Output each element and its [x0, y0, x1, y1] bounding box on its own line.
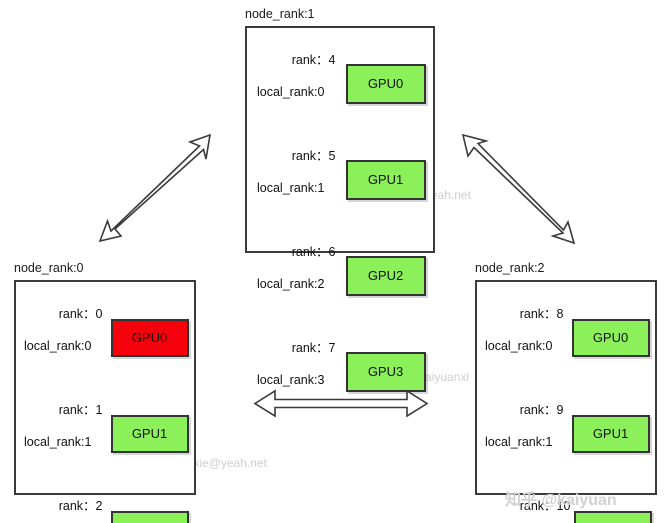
gpu-row: rank：2 local_rank:2 GPU2: [16, 482, 194, 523]
rank-label: rank：10 local_rank:2: [485, 482, 571, 523]
gpu-chip-gpu1[interactable]: GPU1: [110, 414, 189, 453]
rank-label: rank：8 local_rank:0: [485, 290, 564, 386]
node-group-node-rank-1: node_rank:1 rank：4 local_rank:0 GPU0 ran…: [245, 7, 435, 392]
connector-node0-node1: [98, 133, 212, 243]
node-title-node-rank-0: node_rank:0: [14, 261, 84, 275]
node-box-node-rank-0: rank：0 local_rank:0 GPU0 rank：1 local_ra…: [14, 279, 196, 523]
node-group-node-rank-0: node_rank:0 rank：0 local_rank:0 GPU0 ran…: [14, 261, 196, 523]
rank-line: rank：10: [519, 498, 571, 513]
rank-line: rank：7: [291, 340, 336, 355]
connector-node1-node2: [461, 133, 576, 245]
rank-line: rank：2: [58, 498, 103, 513]
rank-label: rank：6 local_rank:2: [257, 228, 336, 324]
rank-line: rank：8: [519, 306, 564, 321]
rank-line: rank：1: [58, 402, 103, 417]
local-rank-line: local_rank:3: [257, 372, 325, 387]
node-box-node-rank-2: rank：8 local_rank:0 GPU0 rank：9 local_ra…: [475, 279, 657, 523]
gpu-chip-gpu0[interactable]: GPU0: [571, 318, 650, 357]
node-title-node-rank-2: node_rank:2: [475, 261, 545, 275]
local-rank-line: local_rank:1: [257, 180, 325, 195]
gpu-row: rank：4 local_rank:0 GPU0: [247, 36, 433, 132]
rank-line: rank：5: [291, 148, 336, 163]
rank-line: rank：9: [519, 402, 564, 417]
rank-label: rank：9 local_rank:1: [485, 386, 564, 482]
rank-line: rank：6: [291, 244, 336, 259]
gpu-row: rank：1 local_rank:1 GPU1: [16, 386, 194, 482]
gpu-chip-gpu1[interactable]: GPU1: [345, 159, 426, 200]
gpu-row: rank：0 local_rank:0 GPU0: [16, 290, 194, 386]
gpu-chip-gpu0[interactable]: GPU0: [345, 63, 426, 104]
gpu-row: rank：7 local_rank:3 GPU3: [247, 324, 433, 420]
rank-label: rank：5 local_rank:1: [257, 132, 336, 228]
gpu-row: rank：10 local_rank:2 GPU2: [477, 482, 655, 523]
gpu-chip-gpu2[interactable]: GPU2: [345, 255, 426, 296]
gpu-chip-gpu1[interactable]: GPU1: [571, 414, 650, 453]
local-rank-line: local_rank:2: [257, 276, 325, 291]
node-group-node-rank-2: node_rank:2 rank：8 local_rank:0 GPU0 ran…: [475, 261, 657, 523]
rank-label: rank：7 local_rank:3: [257, 324, 336, 420]
local-rank-line: local_rank:0: [257, 84, 325, 99]
gpu-chip-gpu2[interactable]: GPU2: [110, 510, 189, 523]
gpu-chip-gpu0-active[interactable]: GPU0: [110, 318, 189, 357]
rank-line: rank：0: [58, 306, 103, 321]
rank-label: rank：1 local_rank:1: [24, 386, 103, 482]
rank-label: rank：0 local_rank:0: [24, 290, 103, 386]
gpu-chip-gpu2[interactable]: GPU2: [574, 510, 653, 523]
double-arrow-shape: [461, 133, 576, 245]
rank-line: rank：4: [291, 52, 336, 67]
gpu-row: rank：9 local_rank:1 GPU1: [477, 386, 655, 482]
node-box-node-rank-1: rank：4 local_rank:0 GPU0 rank：5 local_ra…: [245, 25, 435, 392]
double-arrow-shape: [98, 133, 212, 243]
gpu-row: rank：6 local_rank:2 GPU2: [247, 228, 433, 324]
rank-label: rank：2 local_rank:2: [24, 482, 103, 523]
local-rank-line: local_rank:1: [485, 434, 553, 449]
local-rank-line: local_rank:0: [485, 338, 553, 353]
gpu-chip-gpu3[interactable]: GPU3: [345, 351, 426, 392]
node-title-node-rank-1: node_rank:1: [245, 7, 315, 21]
rank-label: rank：4 local_rank:0: [257, 36, 336, 132]
local-rank-line: local_rank:0: [24, 338, 92, 353]
gpu-row: rank：8 local_rank:0 GPU0: [477, 290, 655, 386]
gpu-row: rank：5 local_rank:1 GPU1: [247, 132, 433, 228]
local-rank-line: local_rank:1: [24, 434, 92, 449]
